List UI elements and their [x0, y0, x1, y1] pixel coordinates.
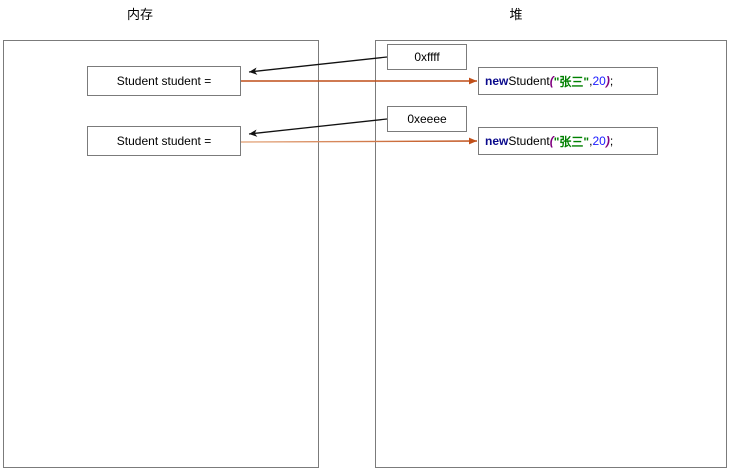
code-string-arg: "张三": [553, 134, 590, 149]
code-keyword-new: new: [485, 74, 509, 88]
heap-region-title: 堆: [509, 7, 523, 22]
code-open-paren: (: [549, 134, 554, 148]
code-number-arg: 20: [592, 74, 606, 88]
code-type-name: Student: [508, 134, 550, 148]
code-open-paren: (: [549, 74, 554, 88]
memory-region-title: 内存: [126, 7, 153, 22]
variable-box: Student student =: [87, 126, 241, 156]
code-close-paren: ): [605, 74, 610, 88]
heap-region: [375, 40, 727, 468]
variable-box: Student student =: [87, 66, 241, 96]
address-box: 0xeeee: [387, 106, 467, 132]
code-number-arg: 20: [592, 134, 606, 148]
code-semicolon: ;: [609, 134, 614, 148]
code-comma: ,: [589, 74, 593, 88]
code-close-paren: ): [605, 134, 610, 148]
code-string-arg: "张三": [553, 74, 590, 89]
code-keyword-new: new: [485, 134, 509, 148]
address-box: 0xffff: [387, 44, 467, 70]
code-comma: ,: [589, 134, 593, 148]
code-type-name: Student: [508, 74, 550, 88]
code-semicolon: ;: [609, 74, 614, 88]
memory-region: [3, 40, 319, 468]
